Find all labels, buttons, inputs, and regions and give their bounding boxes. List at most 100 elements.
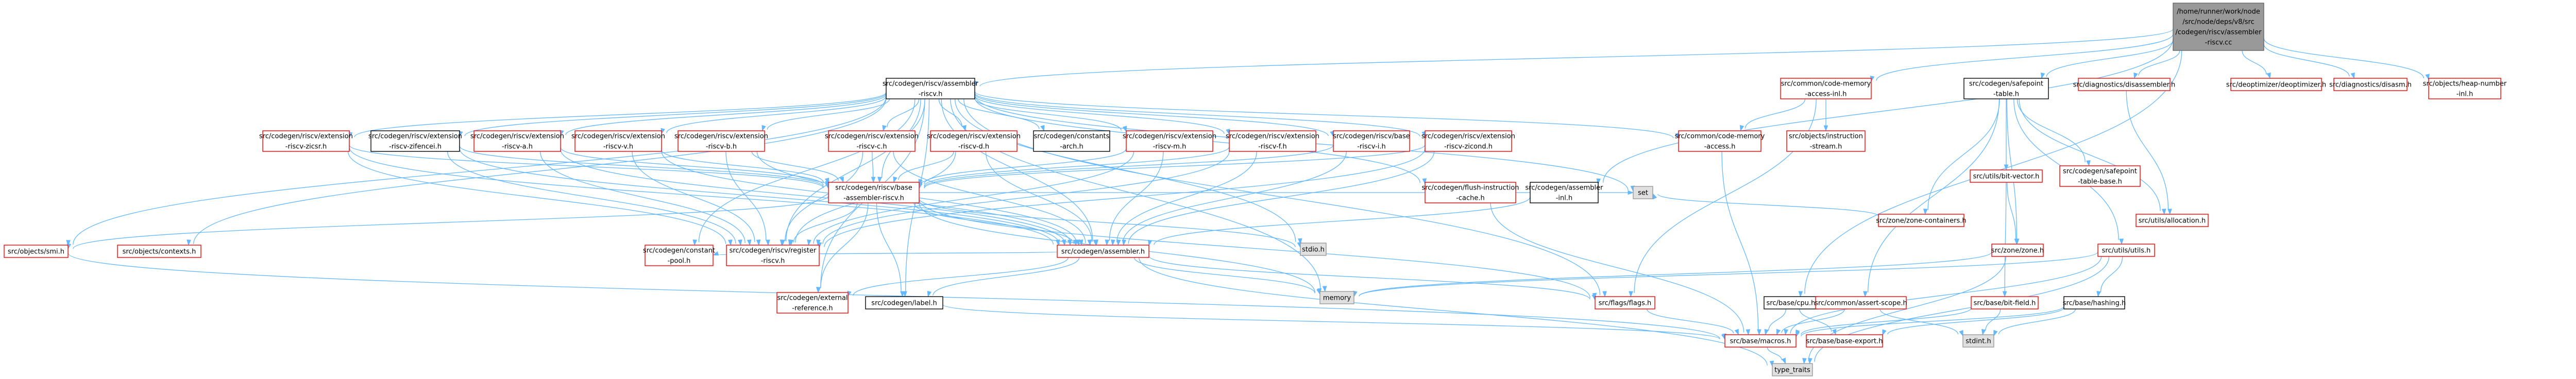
dependency-edges (66, 28, 2430, 367)
node-label-line: /src/node/deps/v8/src (2182, 19, 2255, 26)
edge-base_asm_riscv-to-external_ref (816, 202, 869, 294)
edge-asm_riscv_h-to-constant_pool (692, 98, 916, 246)
node-label-line: -inl.h (2456, 91, 2473, 98)
edge-bit_field-to-stdint (1981, 308, 2001, 336)
edge-base_i-to-assembler_h (1116, 151, 1347, 246)
node-assert-scope[interactable]: src/common/assert-scope.h (1815, 296, 1907, 309)
node-deoptimizer[interactable]: src/deoptimizer/deoptimizer.h (2226, 78, 2326, 91)
node-label-line: src/utils/allocation.h (2139, 217, 2206, 225)
node-ext-v[interactable]: src/codegen/riscv/extension-riscv-v.h (571, 130, 665, 152)
node-code-memory-access-inl[interactable]: src/common/code-memory -access-inl.h (1780, 78, 1872, 99)
node-label-line: -riscv-d.h (958, 143, 989, 151)
edge-utils_h-to-type_traits (1808, 256, 2110, 365)
node-box (1963, 78, 2049, 99)
node-set: set (1633, 186, 1653, 199)
node-allocation[interactable]: src/utils/allocation.h (2136, 214, 2209, 227)
edge-root-to-safepoint (2041, 40, 2174, 79)
edge-diag_disasm-to-allocation (2126, 90, 2172, 215)
edge-ext_m-to-register_riscv (807, 151, 1134, 246)
edge-ext_b-to-register_riscv (725, 151, 770, 246)
node-objects-contexts[interactable]: src/objects/contexts.h (117, 245, 201, 258)
edge-ext_zifencei-to-assembler_h (459, 148, 1066, 246)
edge-ext_a-to-assembler_h (560, 149, 1072, 246)
node-box (1991, 244, 2044, 257)
node-heap-number[interactable]: src/objects/heap-number-inl.h (2423, 78, 2507, 99)
node-instruction-stream[interactable]: src/objects/instruction-stream.h (1786, 130, 1866, 152)
node-label-line: src/diagnostics/disassembler.h (2073, 81, 2176, 89)
node-label-line: src/codegen/riscv/base (835, 184, 912, 192)
node-label-line: memory (1323, 295, 1351, 302)
node-flush-icache[interactable]: src/codegen/flush-instruction-cache.h (1421, 182, 1519, 203)
node-ext-b[interactable]: src/codegen/riscv/extension-riscv-b.h (674, 130, 768, 152)
node-label-line: stdint.h (1965, 338, 1991, 346)
node-safepoint-base[interactable]: src/codegen/safepoint-table-base.h (2059, 165, 2141, 187)
edge-zone_containers-to-set (1652, 193, 1879, 217)
node-box (1319, 291, 1354, 304)
node-stdio: stdio.h (1300, 243, 1327, 256)
node-root[interactable]: /home/runner/work/node/src/node/deps/v8/… (2173, 3, 2264, 51)
node-ext-zicsr[interactable]: src/codegen/riscv/extension-riscv-zicsr.… (259, 130, 353, 152)
node-flags[interactable]: src/flags/flags.h (1595, 296, 1655, 309)
node-code-memory-access[interactable]: src/common/code-memory-access.h (1675, 130, 1765, 152)
edge-ext_f-to-assembler_h (1111, 151, 1257, 246)
node-box (1780, 78, 1872, 99)
node-bit-field[interactable]: src/base/bit-field.h (1971, 296, 2039, 309)
node-box (865, 296, 943, 309)
node-label-line: -riscv-zicond.h (1444, 143, 1493, 151)
node-box (2136, 214, 2209, 227)
node-diag-disasm[interactable]: src/diagnostics/disassembler.h (2073, 78, 2176, 91)
edge-code_memory_access_inl-to-flags (1629, 98, 1817, 298)
edge-asm_riscv_h-to-objects_smi (66, 96, 887, 247)
edge-ext_zicsr-to-register_riscv (347, 151, 733, 246)
node-label-line: src/common/code-memory (1781, 80, 1871, 88)
node-base-export[interactable]: src/base/base-export.h (1806, 334, 1883, 348)
node-external-ref[interactable]: src/codegen/external-reference.h (776, 292, 849, 314)
node-ext-zicond[interactable]: src/codegen/riscv/extension-riscv-zicond… (1421, 130, 1515, 152)
node-base-i[interactable]: src/codegen/riscv/base-riscv-i.h (1333, 130, 1410, 152)
node-label-line: src/base/cpu.h (1767, 300, 1816, 307)
node-label-line: src/zone/zone-containers.h (1876, 217, 1966, 225)
edge-cpu-to-base_export (1799, 308, 1837, 336)
node-ext-f[interactable]: src/codegen/riscv/extension-riscv-f.h (1226, 130, 1319, 152)
node-zone-h[interactable]: src/zone/zone.h (1991, 244, 2044, 257)
node-cpu: src/base/cpu.h (1764, 296, 1818, 309)
node-base-asm-riscv[interactable]: src/codegen/riscv/base-assembler-riscv.h (828, 182, 920, 203)
node-zone-containers[interactable]: src/zone/zone-containers.h (1876, 214, 1967, 227)
edge-zone_h-to-memory (1353, 251, 1992, 298)
edge-asm_riscv_h-to-base_i (974, 94, 1334, 137)
node-label-line: src/utils/bit-vector.h (1973, 173, 2040, 181)
node-register-riscv[interactable]: src/codegen/riscv/register-riscv.h (726, 245, 820, 266)
edge-flush_icache-to-macros (1490, 202, 1751, 336)
node-utils-h[interactable]: src/utils/utils.h (2097, 244, 2155, 257)
edge-base_asm_riscv-to-register_riscv (788, 202, 858, 246)
node-box (828, 130, 916, 152)
edge-zone_h-to-type_traits (1802, 256, 2007, 365)
edge-asm_riscv_h-to-ext_f (974, 95, 1230, 135)
node-label-line: -access-inl.h (1805, 91, 1846, 98)
node-ext-m[interactable]: src/codegen/riscv/extension-riscv-m.h (1123, 130, 1216, 152)
node-constant-pool[interactable]: src/codegen/constant-pool.h (643, 245, 715, 266)
dependency-nodes: /home/runner/work/node/src/node/deps/v8/… (4, 3, 2507, 376)
node-bit-vector[interactable]: src/utils/bit-vector.h (1970, 169, 2043, 183)
node-assembler-h[interactable]: src/codegen/assembler.h (1057, 245, 1149, 258)
node-label-line: src/utils/utils.h (2102, 247, 2151, 255)
node-label-line: -riscv.h (761, 257, 785, 265)
node-label-line: -access.h (1704, 143, 1736, 151)
node-ext-d[interactable]: src/codegen/riscv/extension-riscv-d.h (927, 130, 1021, 152)
node-label-line: src/codegen/riscv/extension (1226, 133, 1319, 141)
node-label-line: -riscv-zifencei.h (389, 143, 442, 151)
node-objects-smi[interactable]: src/objects/smi.h (4, 245, 69, 258)
node-ext-a[interactable]: src/codegen/riscv/extension-riscv-a.h (470, 130, 564, 152)
node-label-line: src/common/assert-scope.h (1815, 300, 1907, 307)
node-label-line: src/codegen/riscv/extension (825, 133, 919, 141)
node-disasm[interactable]: src/diagnostics/disasm.h (2329, 78, 2412, 91)
edge-assert_scope-to-stdint (1879, 308, 1963, 337)
edge-ext_c-to-assembler_h (893, 151, 1092, 246)
node-macros[interactable]: src/base/macros.h (1724, 334, 1797, 348)
node-ext-c[interactable]: src/codegen/riscv/extension-riscv-c.h (825, 130, 919, 152)
edge-safepoint-to-bit_vector (2004, 99, 2009, 171)
edge-assembler_h-to-external_ref (847, 257, 1069, 298)
node-box (1425, 182, 1516, 203)
edge-cpu-to-macros (1764, 308, 1787, 336)
node-label-line: src/diagnostics/disasm.h (2329, 81, 2412, 89)
